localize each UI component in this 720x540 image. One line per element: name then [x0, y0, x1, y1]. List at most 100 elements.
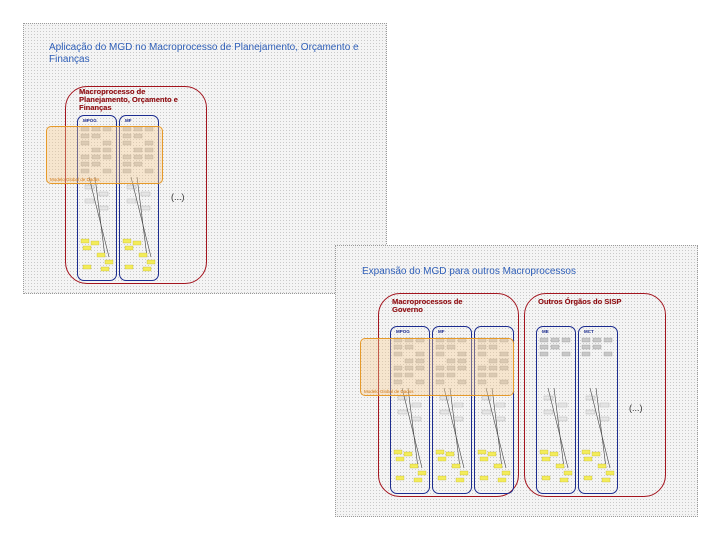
column-me: ME — [536, 326, 576, 494]
process-box — [581, 337, 591, 343]
process-box — [457, 358, 467, 364]
note-box — [90, 240, 100, 246]
note-box — [591, 451, 601, 457]
column-label: MF — [125, 118, 132, 123]
ellipsis-text: (...) — [171, 192, 185, 202]
note-box — [583, 475, 593, 481]
process-box — [488, 372, 498, 378]
process-box — [144, 154, 154, 160]
process-box — [557, 402, 568, 408]
process-box — [435, 379, 445, 385]
column-label: MPOG — [396, 329, 410, 334]
process-box — [80, 126, 90, 132]
process-box — [477, 372, 487, 378]
process-box — [446, 372, 456, 378]
process-box — [543, 395, 554, 401]
note-box — [459, 470, 469, 476]
note-box — [479, 475, 489, 481]
process-box — [477, 365, 487, 371]
process-box — [98, 205, 109, 211]
column-mpog: MPOG — [77, 115, 117, 281]
flow-connector — [553, 387, 565, 469]
process-box — [446, 365, 456, 371]
process-box — [581, 344, 591, 350]
note-box — [451, 463, 461, 469]
note-box — [555, 463, 565, 469]
process-box — [453, 402, 464, 408]
process-box — [435, 351, 445, 357]
column-mct: MCT — [578, 326, 618, 494]
process-box — [539, 351, 549, 357]
note-box — [437, 456, 447, 462]
process-box — [397, 409, 408, 415]
process-box — [439, 395, 450, 401]
note-box — [96, 252, 106, 258]
process-box — [91, 147, 101, 153]
note-box — [124, 245, 134, 251]
process-box — [561, 351, 571, 357]
process-box — [122, 140, 132, 146]
flow-connector — [401, 387, 423, 469]
process-box — [585, 409, 596, 415]
column-mf: MF — [432, 326, 472, 494]
process-box — [488, 358, 498, 364]
process-box — [435, 372, 445, 378]
process-box — [122, 126, 132, 132]
process-box — [84, 198, 95, 204]
process-box — [98, 191, 109, 197]
process-box — [550, 337, 560, 343]
process-box — [603, 337, 613, 343]
process-box — [102, 154, 112, 160]
process-box — [477, 344, 487, 350]
process-box — [543, 409, 554, 415]
note-box — [445, 451, 455, 457]
process-box — [415, 351, 425, 357]
process-box — [84, 184, 95, 190]
note-box — [479, 456, 489, 462]
process-box — [144, 147, 154, 153]
process-box — [404, 358, 414, 364]
slide-panel-mgd-application: Aplicação do MGD no Macroprocesso de Pla… — [23, 23, 387, 294]
process-box — [133, 161, 143, 167]
government-macroprocesses-title: Macroprocessos de Governo — [392, 297, 463, 314]
process-box — [446, 358, 456, 364]
process-box — [133, 147, 143, 153]
process-box — [499, 358, 509, 364]
process-box — [144, 126, 154, 132]
note-box — [487, 451, 497, 457]
note-box — [605, 470, 615, 476]
process-box — [539, 344, 549, 350]
flow-connector — [94, 176, 106, 258]
note-box — [124, 264, 134, 270]
global-data-model-label: Modelo Global de Dados — [364, 389, 414, 394]
process-box — [539, 337, 549, 343]
process-box — [495, 402, 506, 408]
note-box — [541, 456, 551, 462]
process-box — [393, 372, 403, 378]
global-data-model-overlay: Modelo Global de Dados — [360, 338, 514, 396]
note-box — [403, 451, 413, 457]
process-box — [80, 161, 90, 167]
process-box — [144, 168, 154, 174]
process-box — [435, 344, 445, 350]
column-label: ME — [542, 329, 549, 334]
note-box — [100, 266, 110, 272]
process-box — [126, 184, 137, 190]
flow-connector — [449, 387, 461, 469]
column-label: MF — [438, 329, 445, 334]
flow-connector — [485, 387, 507, 469]
note-box — [395, 475, 405, 481]
note-box — [601, 477, 611, 483]
process-box — [411, 402, 422, 408]
note-box — [142, 266, 152, 272]
note-box — [563, 470, 573, 476]
note-box — [80, 238, 90, 244]
note-box — [581, 449, 591, 455]
column-mpog: MPOG — [390, 326, 430, 494]
process-box — [91, 154, 101, 160]
process-box — [499, 379, 509, 385]
process-box — [133, 126, 143, 132]
process-box — [457, 365, 467, 371]
process-box — [557, 416, 568, 422]
global-data-model-label: Modelo Global de Dados — [50, 177, 100, 182]
